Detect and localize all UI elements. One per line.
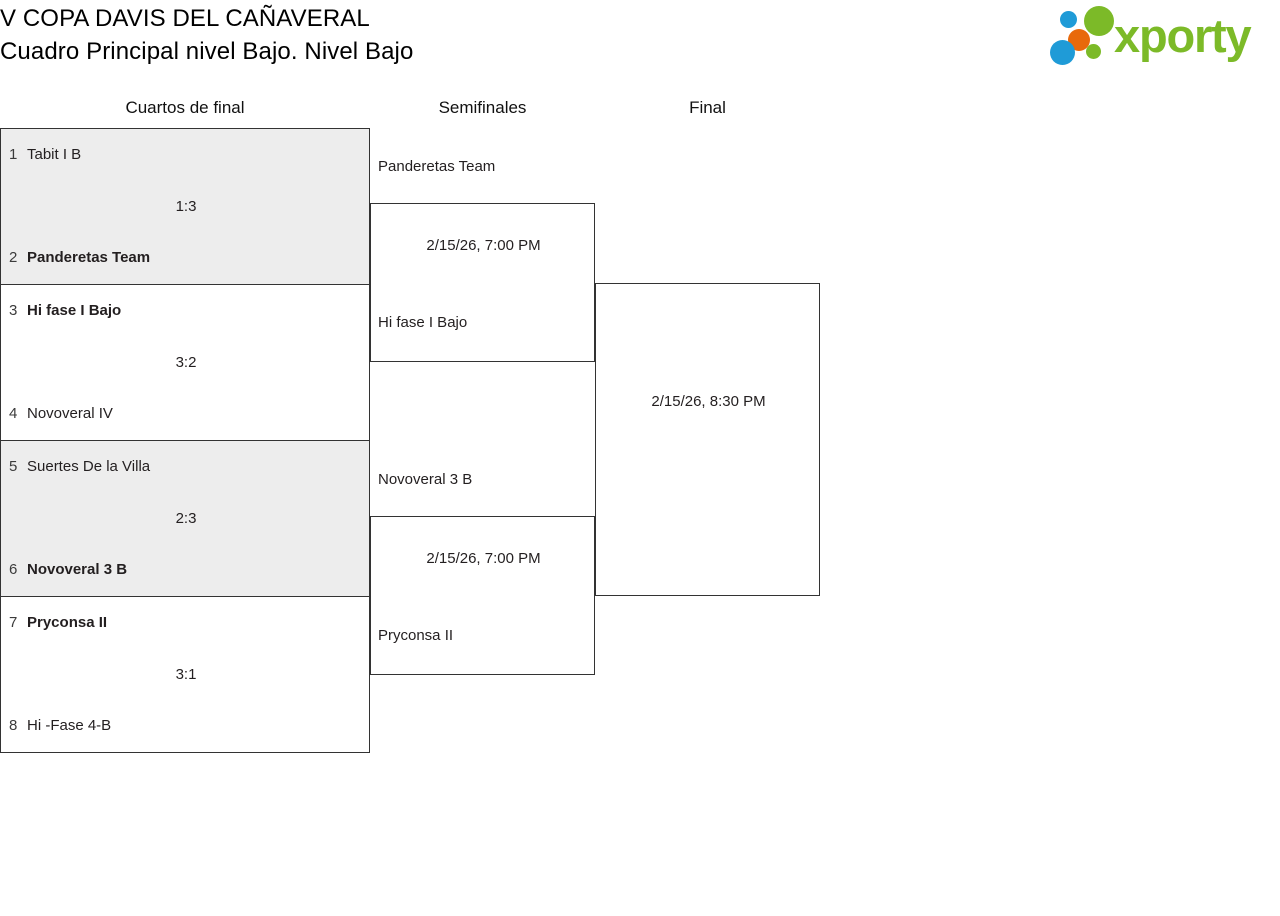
team-name: Suertes De la Villa [27, 458, 151, 475]
match-slot-bottom[interactable]: Hi fase I Bajo [378, 314, 468, 331]
match-slot-bottom[interactable]: Pryconsa II [378, 627, 454, 644]
match-slot-top[interactable]: 7 Pryconsa II [1, 612, 107, 634]
match-box-qf-2[interactable]: 3 Hi fase I Bajo 3:2 4 Novoveral IV [0, 284, 370, 441]
match-score: 3:2 [175, 354, 197, 371]
match-slot-bottom[interactable]: 6 Novoveral 3 B [1, 559, 127, 581]
logo-dot-green-small-icon [1086, 44, 1101, 59]
match-slot-top[interactable]: Novoveral 3 B [378, 471, 473, 488]
page-title: V COPA DAVIS DEL CAÑAVERAL Cuadro Princi… [0, 2, 900, 68]
seed-number: 4 [9, 405, 18, 422]
logo-dot-blue-small-icon [1060, 11, 1077, 28]
team-name: Pryconsa II [27, 614, 108, 631]
match-slot-top[interactable]: 5 Suertes De la Villa [1, 456, 150, 478]
logo-dots-icon [1048, 5, 1120, 67]
match-box-qf-4[interactable]: 7 Pryconsa II 3:1 8 Hi -Fase 4-B [0, 596, 370, 753]
match-datetime: 2/15/26, 7:00 PM [426, 550, 541, 567]
logo-dot-orange-icon [1068, 29, 1090, 51]
xporty-logo: xporty [1048, 3, 1276, 69]
logo-dot-green-large-icon [1084, 6, 1114, 36]
match-slot-top[interactable]: Panderetas Team [378, 158, 496, 175]
team-name: Hi -Fase 4-B [27, 717, 112, 734]
tournament-subtitle: Cuadro Principal nivel Bajo. Nivel Bajo [0, 38, 414, 65]
match-datetime: 2/15/26, 8:30 PM [651, 393, 766, 410]
team-name: Novoveral 3 B [27, 561, 128, 578]
match-box-sf-1[interactable]: Panderetas Team 2/15/26, 7:00 PM Hi fase… [370, 158, 595, 362]
team-name: Panderetas Team [27, 249, 151, 266]
seed-number: 1 [9, 146, 18, 163]
team-name: Novoveral IV [27, 405, 113, 422]
team-name: Hi fase I Bajo [27, 302, 122, 319]
match-score: 1:3 [175, 198, 197, 215]
match-score: 3:1 [175, 666, 197, 683]
seed-number: 6 [9, 561, 18, 578]
seed-number: 3 [9, 302, 18, 319]
match-slot-top[interactable]: 3 Hi fase I Bajo [1, 300, 121, 322]
seed-number: 7 [9, 614, 18, 631]
round-header-final: Final [689, 98, 726, 117]
match-slot-bottom[interactable]: 8 Hi -Fase 4-B [1, 715, 111, 737]
match-box-qf-3[interactable]: 5 Suertes De la Villa 2:3 6 Novoveral 3 … [0, 440, 370, 597]
logo-wordmark: xporty [1114, 9, 1252, 62]
seed-number: 5 [9, 458, 18, 475]
match-slot-top[interactable]: 1 Tabit I B [1, 144, 81, 166]
round-header-quarterfinals: Cuartos de final [125, 98, 245, 117]
match-box-sf-2[interactable]: Novoveral 3 B 2/15/26, 7:00 PM Pryconsa … [370, 471, 595, 675]
match-slot-bottom[interactable]: 4 Novoveral IV [1, 403, 113, 425]
match-box-qf-1[interactable]: 1 Tabit I B 1:3 2 Panderetas Team [0, 128, 370, 285]
match-score: 2:3 [175, 510, 197, 527]
seed-number: 8 [9, 717, 18, 734]
tournament-name: V COPA DAVIS DEL CAÑAVERAL [0, 5, 370, 32]
match-slot-bottom[interactable]: 2 Panderetas Team [1, 247, 150, 269]
match-box-final[interactable]: 2/15/26, 8:30 PM [595, 283, 820, 596]
match-datetime: 2/15/26, 7:00 PM [426, 237, 541, 254]
seed-number: 2 [9, 249, 18, 266]
round-header-semifinals: Semifinales [438, 98, 527, 117]
logo-dot-blue-large-icon [1050, 40, 1075, 65]
team-name: Tabit I B [27, 146, 82, 163]
